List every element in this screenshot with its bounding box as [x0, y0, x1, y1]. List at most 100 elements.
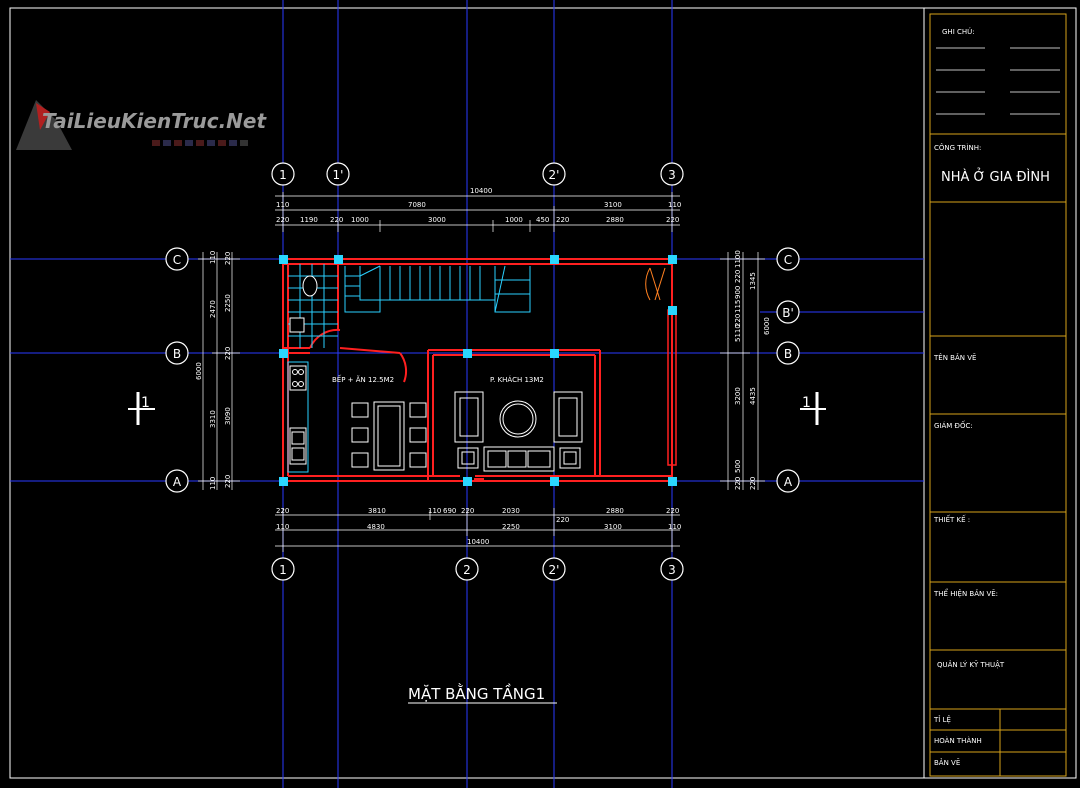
sink-icon — [289, 317, 305, 333]
dim-top-r3-2: 220 — [330, 216, 343, 224]
grid-bubbles-bottom: 1 2 2' 3 — [271, 557, 684, 581]
dim-right-inner-4: 220 — [734, 314, 742, 327]
section-mark-right-label: 1 — [802, 395, 811, 411]
dim-bot-r2-3: 220 — [556, 516, 569, 524]
bubble-bottom-3: 3 — [668, 563, 676, 577]
dim-right-outer-2: 4435 — [749, 387, 757, 405]
dim-left-outer-0: 110 — [209, 251, 217, 264]
dim-top-r3-6: 450 — [536, 216, 549, 224]
dim-left-outer-4: 110 — [209, 477, 217, 490]
bubble-left-1: B — [173, 347, 181, 361]
logo-mark-icon — [16, 100, 72, 150]
dim-top-r3-9: 220 — [666, 216, 679, 224]
tb-sheet-label: BẢN VẼ — [934, 758, 960, 767]
dim-bot-r1-3: 690 — [443, 507, 456, 515]
title-block: GHI CHÚ: CÔNG TRÌNH: NHÀ Ở GIA ĐÌNH TÊN … — [929, 13, 1067, 777]
dim-bot-r2-2: 2250 — [502, 523, 520, 531]
dim-top-r3-1: 1190 — [300, 216, 318, 224]
dim-bot-total: 10400 — [467, 538, 489, 546]
dim-left-outer-2: 6000 — [195, 362, 203, 380]
section-mark-left-label: 1 — [141, 395, 150, 411]
dim-right-inner-2: 900 — [734, 286, 742, 299]
watermark-logo: TaiLieuKienTruc.Net — [16, 100, 267, 150]
dimension-lines-top — [275, 192, 680, 232]
sofa-icon — [483, 446, 555, 472]
dim-right-inner-6: 3200 — [734, 387, 742, 405]
dim-bot-r2-4: 3100 — [604, 523, 622, 531]
dimension-text-top: 10400 110 7080 3100 110 220 1190 220 100… — [276, 187, 681, 224]
bubble-bottom-2: 2' — [549, 563, 560, 577]
dim-left-inner-1: 2250 — [224, 294, 232, 312]
dim-top-r2-3: 110 — [668, 201, 681, 209]
bubble-right-2: B — [784, 347, 792, 361]
structural-columns — [279, 255, 677, 486]
sheet-border — [9, 7, 1077, 779]
dimension-text-bottom: 220 3810 110 690 220 2030 2880 220 110 4… — [276, 507, 681, 546]
dim-right-inner-0: 1100 — [734, 250, 742, 268]
bubble-top-1: 1' — [333, 168, 344, 182]
kitchen-sink-icon — [289, 427, 307, 465]
tb-project-name: NHÀ Ở GIA ĐÌNH — [941, 168, 1050, 185]
staircase — [344, 265, 531, 313]
dim-top-r2-1: 7080 — [408, 201, 426, 209]
dim-left-inner-0: 220 — [224, 252, 232, 265]
tb-drawing-name-label: TÊN BẢN VẼ — [933, 353, 976, 362]
tb-drafter-label: THỂ HIỆN BẢN VẼ: — [933, 588, 998, 598]
kitchen-counter — [287, 361, 309, 473]
wc-tile-grid — [288, 264, 338, 348]
dimension-lines-left — [198, 252, 240, 490]
dim-right-inner-5: 5110 — [734, 324, 742, 342]
stove-icon — [289, 365, 307, 391]
dim-bot-r1-1: 3810 — [368, 507, 386, 515]
bubble-right-0: C — [784, 253, 792, 267]
dim-left-outer-3: 3310 — [209, 410, 217, 428]
tb-project-label: CÔNG TRÌNH: — [934, 143, 981, 152]
bubble-right-1: B' — [782, 306, 794, 320]
room-label-kitchen: BẾP + ĂN 12.5M2 — [332, 374, 394, 384]
dim-right-outer-1: 6000 — [763, 317, 771, 335]
bubble-bottom-0: 1 — [279, 563, 287, 577]
tb-design-label: THIẾT KẾ : — [933, 514, 970, 524]
dim-top-r3-7: 220 — [556, 216, 569, 224]
bubble-top-0: 1 — [279, 168, 287, 182]
dim-top-r3-5: 1000 — [505, 216, 523, 224]
dim-left-inner-3: 3090 — [224, 407, 232, 425]
dim-top-r2-0: 110 — [276, 201, 289, 209]
dim-bot-r2-1: 4830 — [367, 523, 385, 531]
watermark-brand: TaiLieuKienTruc.Net — [42, 109, 267, 133]
dim-top-r3-8: 2880 — [606, 216, 624, 224]
tb-tech-label: QUẢN LÝ KỸ THUẬT — [937, 660, 1005, 669]
dim-bot-r2-0: 110 — [276, 523, 289, 531]
bubble-left-2: A — [173, 475, 182, 489]
dim-top-total: 10400 — [470, 187, 492, 195]
dim-top-r3-0: 220 — [276, 216, 289, 224]
bubble-top-2: 2' — [549, 168, 560, 182]
grid-bubbles-top: 1 1' 2' 3 — [271, 162, 684, 186]
dim-right-inner-3: 115 — [734, 300, 742, 313]
dim-top-r3-4: 3000 — [428, 216, 446, 224]
side-table-icon — [457, 447, 479, 469]
side-table-icon — [559, 447, 581, 469]
dim-bot-r1-6: 2880 — [606, 507, 624, 515]
dim-bot-r1-5: 2030 — [502, 507, 520, 515]
dim-left-inner-2: 220 — [224, 347, 232, 360]
section-marker-right: 1 — [800, 392, 826, 425]
dimension-text-left: 110 2470 6000 3310 110 220 2250 220 3090… — [195, 251, 232, 490]
dimension-lines-right — [720, 252, 765, 490]
tb-notes-label: GHI CHÚ: — [942, 27, 975, 36]
plan-title: MẶT BẰNG TẦNG1 — [408, 682, 545, 703]
dim-right-outer-0: 1345 — [749, 272, 757, 290]
bubble-top-3: 3 — [668, 168, 676, 182]
dim-bot-r2-5: 110 — [668, 523, 681, 531]
tb-scale-label: TỈ LỆ — [933, 715, 951, 724]
dim-left-inner-4: 220 — [224, 475, 232, 488]
tb-completed-label: HOÀN THÀNH — [934, 736, 982, 745]
section-marker-left: 1 — [128, 392, 155, 425]
dim-right-inner-8: 220 — [734, 477, 742, 490]
living-furniture — [454, 391, 583, 472]
armchair-icon — [454, 391, 484, 443]
toilet-icon — [302, 275, 318, 297]
dim-right-inner-7: 500 — [734, 460, 742, 473]
dim-bot-r1-0: 220 — [276, 507, 289, 515]
